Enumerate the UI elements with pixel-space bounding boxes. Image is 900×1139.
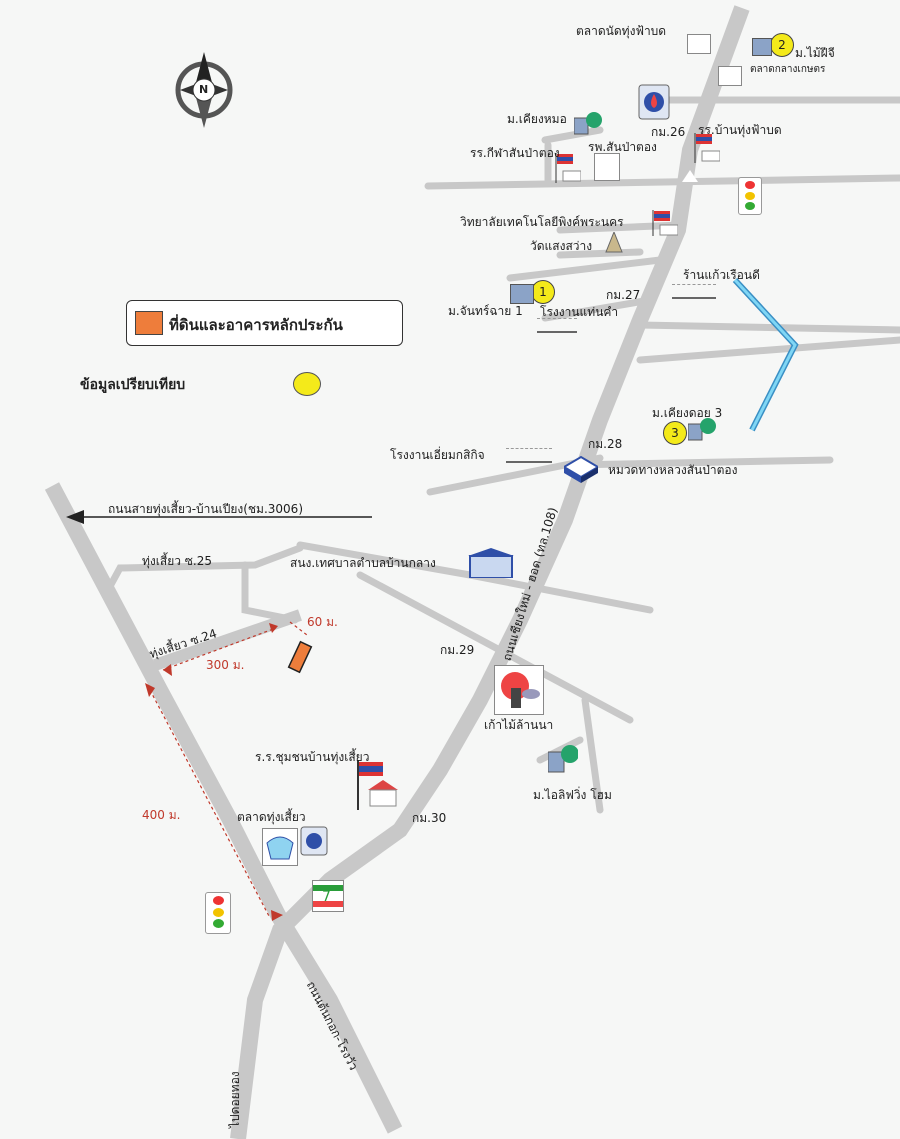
convenience-store-icon: 7 bbox=[312, 880, 344, 912]
village-icon bbox=[510, 284, 534, 304]
svg-text:7: 7 bbox=[322, 889, 331, 905]
furniture-shop-icon bbox=[494, 665, 544, 715]
label-km30: กม.30 bbox=[412, 811, 447, 825]
factory-icon bbox=[506, 448, 552, 463]
label-ilife: ม.ไอลิฟวิ่ง โฮม bbox=[533, 788, 612, 802]
legend-comparable-label: ข้อมูลเปรียบเทียบ bbox=[80, 377, 186, 393]
gas-station-icon bbox=[300, 826, 328, 856]
collateral-swatch bbox=[135, 311, 163, 335]
distance-60m: 60 ม. bbox=[307, 615, 338, 629]
road-label-south-west: ไปดอยทอง bbox=[228, 1071, 242, 1128]
label-school-top: รร.บ้านทุ่งฟ้าบด bbox=[698, 123, 782, 137]
traffic-light-icon bbox=[205, 892, 231, 934]
highway-unit-icon bbox=[562, 455, 600, 483]
legend-collateral-label: ที่ดินและอาคารหลักประกัน bbox=[169, 316, 343, 334]
label-kieng-doi: ม.เคียงดอย 3 bbox=[652, 406, 723, 420]
label-office: สนง.เทศบาลตำบลบ้านกลาง bbox=[290, 556, 436, 570]
road-label-soi25: ทุ่งเสี้ยว ซ.25 bbox=[142, 554, 213, 568]
label-km26: กม.26 bbox=[651, 125, 686, 139]
label-factory-tan: โรงงานแท่นคำ bbox=[540, 305, 619, 319]
label-village-chan: ม.จันทร์ฉาย 1 bbox=[448, 304, 523, 318]
village-icon bbox=[547, 742, 579, 774]
compass-letter: N bbox=[199, 83, 209, 96]
label-wat: วัดแสงสว่าง bbox=[530, 239, 593, 253]
comparable-marker-2: 2 bbox=[770, 33, 794, 57]
school-flag-icon bbox=[354, 760, 398, 810]
village-icon bbox=[752, 38, 772, 56]
gas-station-icon bbox=[638, 84, 670, 120]
temple-icon bbox=[604, 230, 624, 254]
label-village-top-right: ม.ไม้ฝีจี bbox=[795, 46, 835, 60]
west-arrow-icon bbox=[66, 510, 84, 524]
village-icon bbox=[687, 416, 716, 442]
label-market-top: ตลาดนัดทุ่งฟ้าบด bbox=[576, 24, 667, 38]
comparable-marker-1: 1 bbox=[531, 280, 555, 304]
label-market-bottom: ตลาดทุ่งเสี้ยว bbox=[237, 810, 306, 824]
market-icon bbox=[718, 66, 742, 86]
factory-icon bbox=[672, 284, 716, 299]
collateral-parcel bbox=[287, 640, 313, 674]
label-hospital: รพ.สันป่าตอง bbox=[588, 140, 657, 154]
label-school-kila: รร.กีฬาสันป่าตอง bbox=[470, 146, 560, 160]
legend-box: ที่ดินและอาคารหลักประกัน bbox=[126, 300, 403, 346]
village-icon bbox=[573, 110, 602, 136]
label-school-bottom: ร.ร.ชุมชนบ้านทุ่งเสี้ยว bbox=[255, 750, 370, 764]
distance-300m: 300 ม. bbox=[206, 658, 245, 672]
distance-400m: 400 ม. bbox=[142, 808, 181, 822]
label-km28: กม.28 bbox=[588, 437, 623, 451]
factory-icon bbox=[537, 318, 577, 333]
market-icon bbox=[687, 34, 711, 54]
school-flag-icon bbox=[650, 210, 679, 236]
label-km29: กม.29 bbox=[440, 643, 475, 657]
label-highway-unit: หมวดทางหลวงสันป่าตอง bbox=[608, 463, 738, 477]
comparable-swatch bbox=[293, 372, 321, 396]
market-icon bbox=[262, 828, 298, 866]
office-building-icon bbox=[468, 548, 514, 579]
label-kao-mai: เก้าไม้ล้านนา bbox=[484, 718, 554, 732]
compass-icon: N bbox=[172, 48, 236, 132]
label-shop: ร้านแก้วเรือนดี bbox=[683, 268, 760, 282]
traffic-light-icon bbox=[738, 177, 762, 215]
comparable-marker-3: 3 bbox=[663, 421, 687, 445]
hospital-icon bbox=[594, 153, 620, 181]
road-label-west: ถนนสายทุ่งเสี้ยว-บ้านเปียง(ชม.3006) bbox=[108, 502, 303, 516]
label-college: วิทยาลัยเทคโนโลยีพิงค์พระนคร bbox=[460, 215, 624, 229]
label-km27: กม.27 bbox=[606, 288, 641, 302]
label-market-agri: ตลาดกลางเกษตร bbox=[750, 64, 826, 75]
label-factory-iam: โรงงานเอี่ยมกสิกิจ bbox=[390, 448, 485, 462]
label-kieng-mor: ม.เคียงหมอ bbox=[507, 112, 567, 126]
